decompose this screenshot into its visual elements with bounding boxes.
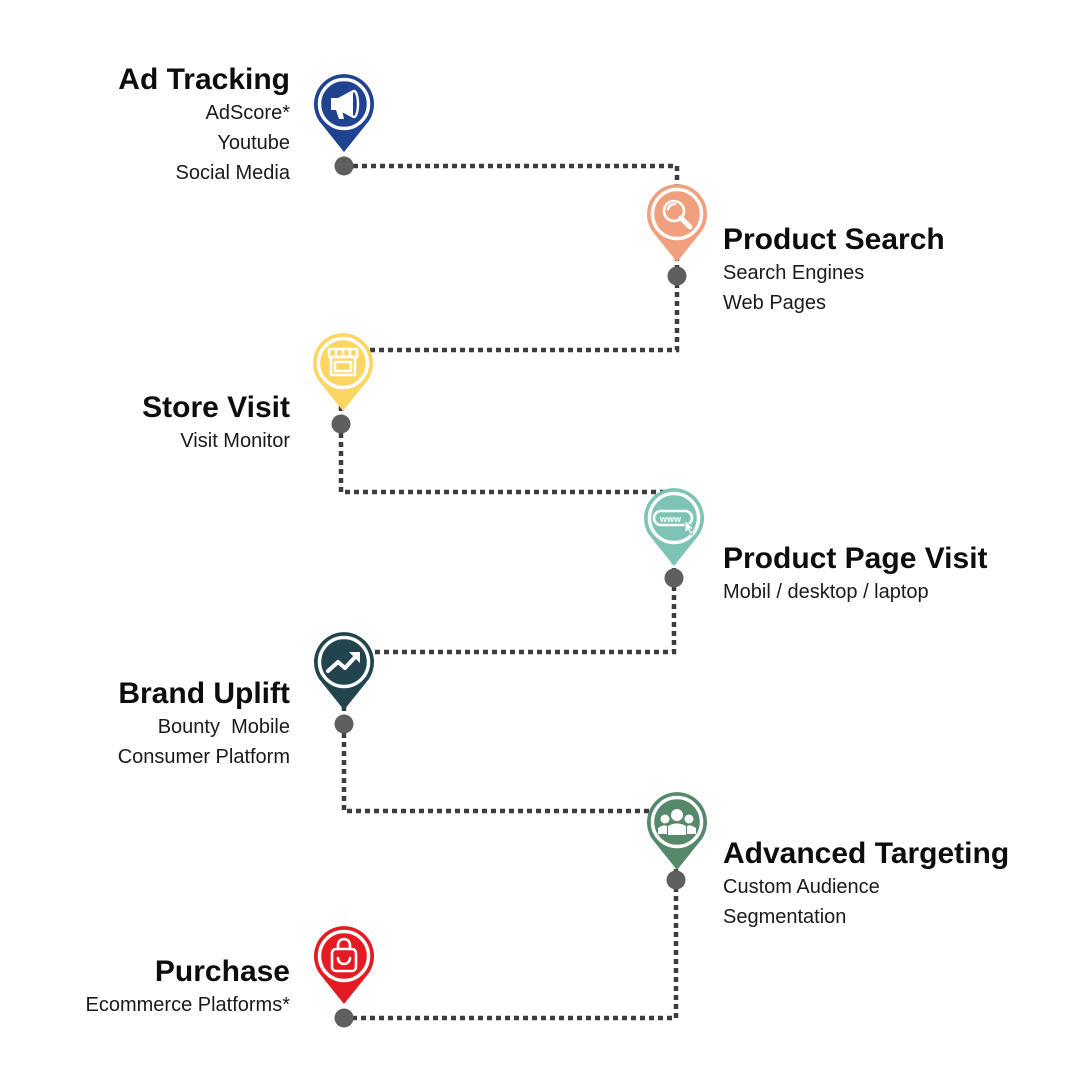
map-pin-product-search [647, 184, 707, 262]
step-title: Brand Uplift [118, 677, 290, 710]
step-detail: Custom Audience [723, 876, 880, 898]
pin-ring [650, 795, 704, 849]
pin-marker [644, 488, 704, 566]
step-title: Ad Tracking [118, 63, 290, 96]
step-detail: AdScore* [205, 102, 291, 124]
map-pin-brand-uplift [314, 632, 374, 710]
step-product-search: Product Search Search Engines Web Pages [723, 222, 1080, 318]
step-dot [334, 156, 354, 176]
step-detail: Consumer Platform [117, 746, 290, 768]
pin-ring [316, 336, 370, 390]
shopping-bag-icon [330, 937, 358, 973]
pin-marker [647, 184, 707, 262]
step-ad-tracking: Ad Tracking AdScore* Youtube Social Medi… [0, 62, 290, 188]
trend-up-icon [326, 652, 360, 673]
pin-marker [314, 632, 374, 710]
step-detail: Social Media [175, 162, 290, 184]
step-dot [666, 870, 686, 890]
step-title: Purchase [154, 955, 290, 988]
svg-text:www: www [659, 514, 682, 524]
audience-icon [658, 809, 696, 835]
step-detail: Ecommerce Platforms* [85, 994, 291, 1016]
step-detail: Search Engines [723, 262, 865, 284]
pin-ring [647, 491, 701, 545]
magnifier-icon [662, 199, 693, 230]
step-purchase: Purchase Ecommerce Platforms* [0, 954, 291, 1020]
step-dot [334, 714, 354, 734]
map-pin-product-page-visit: www [644, 488, 704, 566]
step-detail: Visit Monitor [180, 430, 290, 452]
step-detail: Web Pages [723, 292, 827, 314]
step-dot [667, 266, 687, 286]
map-pin-purchase [314, 926, 374, 1004]
step-title: Product Search [723, 223, 945, 256]
step-detail: Mobil / desktop / laptop [723, 581, 929, 603]
www-browser-icon: www [652, 509, 696, 536]
map-pin-advanced-targeting [647, 792, 707, 870]
map-pin-ad-tracking [314, 74, 374, 152]
step-store-visit: Store Visit Visit Monitor [0, 390, 290, 456]
step-detail: Segmentation [723, 906, 847, 928]
step-dot [331, 414, 351, 434]
step-advanced-targeting: Advanced Targeting Custom Audience Segme… [723, 836, 1080, 932]
step-detail: Youtube [217, 132, 290, 154]
step-detail: Bounty Mobile [157, 716, 290, 738]
dotted-connector [338, 163, 680, 1021]
step-title: Advanced Targeting [723, 837, 1010, 870]
pin-ring [317, 635, 371, 689]
step-dot [664, 568, 684, 588]
pin-ring [317, 77, 371, 131]
map-pin-store-visit [313, 333, 373, 411]
pin-ring [650, 187, 704, 241]
pin-ring [317, 929, 371, 983]
megaphone-icon [331, 89, 360, 119]
step-title: Product Page Visit [723, 542, 988, 575]
step-product-page-visit: Product Page Visit Mobil / desktop / lap… [723, 541, 1080, 607]
storefront-icon [327, 347, 359, 377]
step-dot [334, 1008, 354, 1028]
step-brand-uplift: Brand Uplift Bounty Mobile Consumer Plat… [0, 676, 290, 772]
step-title: Store Visit [142, 391, 290, 424]
